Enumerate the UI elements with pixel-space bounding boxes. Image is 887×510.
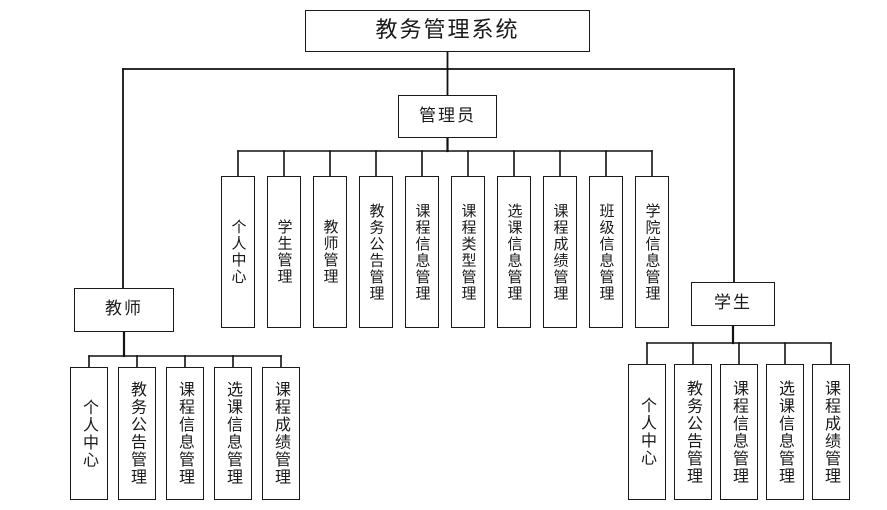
leaf-node-admin-3[interactable]: 教务公告管理 xyxy=(359,176,393,328)
leaf-node-admin-0-label: 个人中心 xyxy=(229,219,248,285)
role-node-admin[interactable]: 管理员 xyxy=(398,95,497,138)
leaf-node-student-1[interactable]: 教务公告管理 xyxy=(674,364,712,500)
leaf-node-teacher-0[interactable]: 个人中心 xyxy=(70,367,108,500)
leaf-node-admin-4[interactable]: 课程信息管理 xyxy=(405,176,439,328)
leaf-node-admin-9-label: 学院信息管理 xyxy=(643,202,662,302)
leaf-node-student-1-label: 教务公告管理 xyxy=(684,379,703,485)
root-node-system[interactable]: 教务管理系统 xyxy=(305,10,590,52)
role-node-student-label: 学生 xyxy=(714,293,752,314)
leaf-node-teacher-0-label: 个人中心 xyxy=(80,398,99,469)
leaf-node-admin-5[interactable]: 课程类型管理 xyxy=(451,176,485,328)
leaf-node-teacher-4[interactable]: 课程成绩管理 xyxy=(262,367,300,500)
role-node-teacher-label: 教师 xyxy=(105,299,143,320)
leaf-node-student-4-label: 课程成绩管理 xyxy=(822,379,841,485)
leaf-node-student-3[interactable]: 选课信息管理 xyxy=(766,364,804,500)
leaf-node-admin-1-label: 学生管理 xyxy=(275,219,294,285)
leaf-node-admin-6-label: 选课信息管理 xyxy=(505,202,524,302)
root-node-system-label: 教务管理系统 xyxy=(375,18,520,44)
leaf-node-admin-8[interactable]: 班级信息管理 xyxy=(589,176,623,328)
role-node-admin-label: 管理员 xyxy=(419,105,476,126)
leaf-node-admin-8-label: 班级信息管理 xyxy=(597,202,616,302)
leaf-node-student-0[interactable]: 个人中心 xyxy=(628,364,666,500)
leaf-node-teacher-1-label: 教务公告管理 xyxy=(128,381,147,486)
leaf-node-teacher-3[interactable]: 选课信息管理 xyxy=(214,367,252,500)
leaf-node-admin-7[interactable]: 课程成绩管理 xyxy=(543,176,577,328)
leaf-node-admin-1[interactable]: 学生管理 xyxy=(267,176,301,328)
leaf-node-student-2[interactable]: 课程信息管理 xyxy=(720,364,758,500)
leaf-node-student-0-label: 个人中心 xyxy=(638,397,657,467)
role-node-student[interactable]: 学生 xyxy=(691,282,775,326)
leaf-node-admin-3-label: 教务公告管理 xyxy=(367,202,386,302)
leaf-node-teacher-2[interactable]: 课程信息管理 xyxy=(166,367,204,500)
leaf-node-admin-0[interactable]: 个人中心 xyxy=(221,176,255,328)
leaf-node-admin-2-label: 教师管理 xyxy=(321,219,340,285)
leaf-node-student-2-label: 课程信息管理 xyxy=(730,379,749,485)
leaf-node-admin-7-label: 课程成绩管理 xyxy=(551,202,570,302)
role-node-teacher[interactable]: 教师 xyxy=(74,288,174,332)
leaf-node-admin-5-label: 课程类型管理 xyxy=(459,202,478,302)
leaf-node-teacher-1[interactable]: 教务公告管理 xyxy=(118,367,156,500)
leaf-node-student-3-label: 选课信息管理 xyxy=(776,379,795,485)
leaf-node-admin-2[interactable]: 教师管理 xyxy=(313,176,347,328)
leaf-node-admin-4-label: 课程信息管理 xyxy=(413,202,432,302)
leaf-node-teacher-4-label: 课程成绩管理 xyxy=(272,381,291,486)
leaf-node-student-4[interactable]: 课程成绩管理 xyxy=(812,364,850,500)
leaf-node-admin-9[interactable]: 学院信息管理 xyxy=(635,176,669,328)
leaf-node-admin-6[interactable]: 选课信息管理 xyxy=(497,176,531,328)
leaf-node-teacher-3-label: 选课信息管理 xyxy=(224,381,243,486)
leaf-node-teacher-2-label: 课程信息管理 xyxy=(176,381,195,486)
